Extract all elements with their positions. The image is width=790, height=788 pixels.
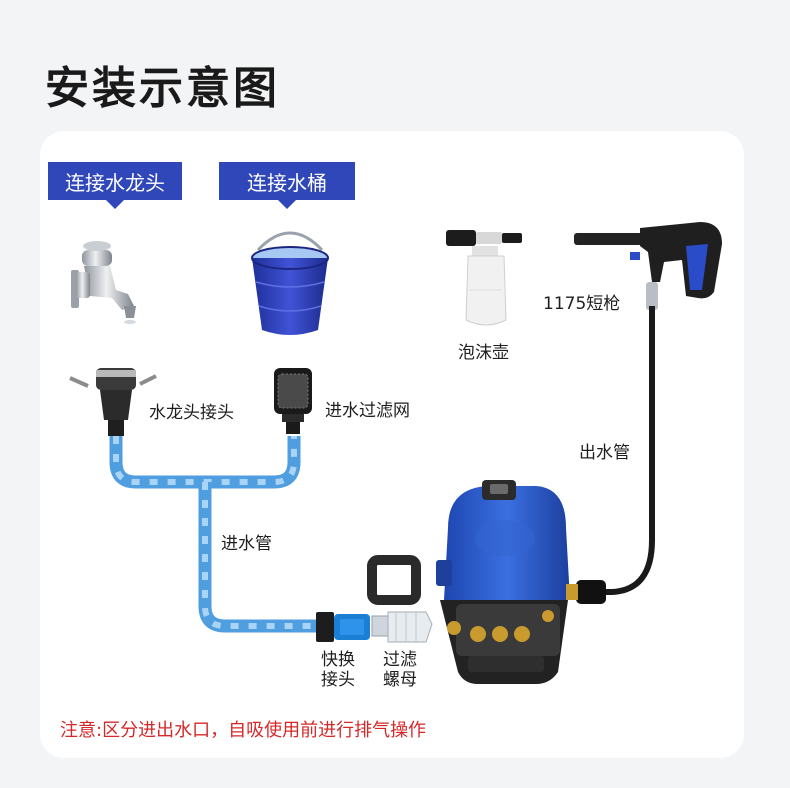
foam-pot-icon xyxy=(446,230,522,326)
warning-note: 注意:区分进出水口，自吸使用前进行排气操作 xyxy=(60,720,427,741)
label-faucet-adapter: 水龙头接头 xyxy=(149,403,234,423)
label-spray-gun: 1175短枪 xyxy=(543,294,621,314)
faucet-icon xyxy=(71,241,136,324)
label-inlet-hose: 进水管 xyxy=(221,534,272,554)
spray-gun-icon xyxy=(574,222,722,310)
label-outlet-hose: 出水管 xyxy=(579,443,630,463)
inlet-hose xyxy=(109,436,318,633)
label-quick-connector: 快换 接头 xyxy=(321,650,355,690)
inlet-filter-icon xyxy=(274,368,312,434)
label-foam-pot: 泡沫壶 xyxy=(458,343,509,363)
pressure-washer-machine-icon xyxy=(367,480,570,684)
faucet-adapter-icon xyxy=(69,368,157,436)
quick-connector-icon xyxy=(316,612,370,642)
label-filter-nut: 过滤 螺母 xyxy=(383,650,417,690)
tag-connect-bucket: 连接水桶 xyxy=(219,162,355,209)
label-quick-connector-line1: 快换 xyxy=(321,650,355,670)
label-filter-nut-line1: 过滤 xyxy=(383,650,417,670)
tag-connect-faucet: 连接水龙头 xyxy=(48,162,182,209)
filter-nut-icon xyxy=(371,611,433,643)
label-quick-connector-line2: 接头 xyxy=(321,670,355,690)
page-title: 安装示意图 xyxy=(45,63,280,114)
label-filter-nut-line2: 螺母 xyxy=(383,670,417,690)
bucket-icon xyxy=(251,231,329,335)
label-inlet-filter: 进水过滤网 xyxy=(325,401,410,421)
outlet-hose xyxy=(566,306,655,604)
